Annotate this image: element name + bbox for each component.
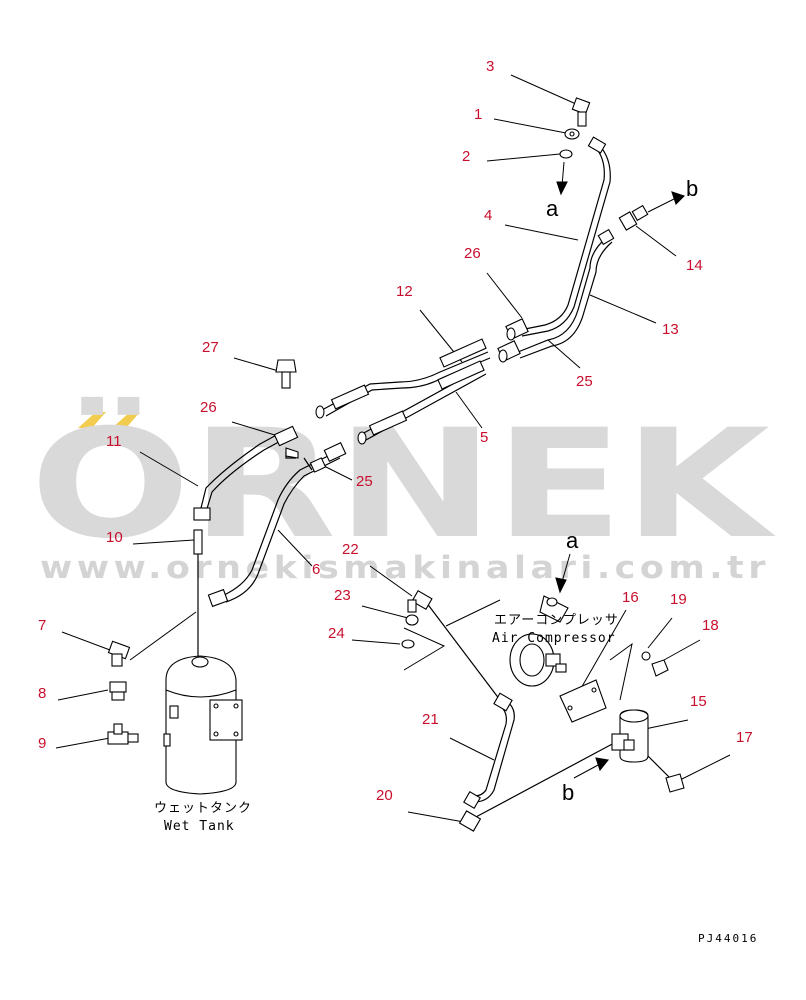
arrow-b-bottom xyxy=(573,757,610,779)
fitting-14 xyxy=(618,204,649,231)
washer-19 xyxy=(641,651,651,661)
callout-24: 24 xyxy=(328,625,345,642)
callout-19: 19 xyxy=(670,591,687,608)
nut-25-lower xyxy=(309,442,347,473)
callout-7: 7 xyxy=(38,617,46,634)
direction-a-bottom: a xyxy=(566,528,579,553)
callout-9: 9 xyxy=(38,735,46,752)
tank-label-jp: ウェットタンク xyxy=(154,801,252,816)
callout-13: 13 xyxy=(662,321,679,338)
air-compressor xyxy=(509,595,569,687)
callout-8: 8 xyxy=(38,685,46,702)
bolt-17 xyxy=(647,755,685,793)
callout-numbers: 3 1 2 4 26 14 12 13 27 25 26 5 11 25 10 … xyxy=(38,58,753,804)
elbow-7 xyxy=(107,640,131,667)
direction-b-top: b xyxy=(686,176,698,201)
elbow-22 xyxy=(407,590,433,613)
drawing-code: PJ44016 xyxy=(698,932,758,945)
watermark-accent-2 xyxy=(112,412,140,428)
callout-16: 16 xyxy=(622,589,639,606)
compressor-label-en: Air Compressor xyxy=(492,631,616,646)
callout-12: 12 xyxy=(396,283,413,300)
callout-1: 1 xyxy=(474,106,482,123)
nut-26-upper xyxy=(505,318,529,341)
arrow-b-top xyxy=(647,191,686,213)
sleeve-12 xyxy=(315,338,487,419)
pipe-13 xyxy=(517,237,607,353)
watermark-url: www.ornekismakinalari.com.tr xyxy=(40,550,770,586)
callout-23: 23 xyxy=(334,587,351,604)
callout-15: 15 xyxy=(690,693,707,710)
gasket-16 xyxy=(559,679,607,723)
callout-22: 22 xyxy=(342,541,359,558)
arrow-a-top xyxy=(556,161,568,196)
pipe-11 xyxy=(199,431,283,513)
pipe-21 xyxy=(473,699,515,803)
direction-a-top: a xyxy=(546,196,559,221)
pipe-4 xyxy=(519,147,605,331)
callout-25-lower: 25 xyxy=(356,473,373,490)
direction-b-bottom: b xyxy=(562,780,574,805)
direction-labels: a b a b xyxy=(546,176,698,805)
elbow-20 xyxy=(458,791,482,832)
nut-25-upper xyxy=(497,340,521,363)
callout-27: 27 xyxy=(202,339,219,356)
compressor-label-jp: エアーコンプレッサ xyxy=(494,613,619,628)
valve-15 xyxy=(611,709,649,763)
sleeve-5 xyxy=(357,360,485,445)
watermark-brand: ÖRNEK xyxy=(30,396,776,572)
nut-1 xyxy=(564,128,580,140)
callout-6: 6 xyxy=(312,561,320,578)
callout-26-lower: 26 xyxy=(200,399,217,416)
watermark: ÖRNEK www.ornekismakinalari.com.tr xyxy=(30,396,776,586)
leader-lines xyxy=(55,74,731,823)
callout-21: 21 xyxy=(422,711,439,728)
callout-18: 18 xyxy=(702,617,719,634)
callout-10: 10 xyxy=(106,529,123,546)
clamp-26-lower xyxy=(273,425,299,459)
bolt-27 xyxy=(275,359,297,389)
callout-3: 3 xyxy=(486,58,494,75)
nipple-10 xyxy=(193,529,203,555)
pipe-6 xyxy=(221,451,337,597)
callout-17: 17 xyxy=(736,729,753,746)
callout-5: 5 xyxy=(480,429,488,446)
nut-18 xyxy=(651,659,669,677)
callout-4: 4 xyxy=(484,207,492,224)
pipe-network xyxy=(197,145,617,819)
component-labels: エアーコンプレッサ Air Compressor ウェットタンク Wet Tan… xyxy=(154,613,619,834)
nut-23 xyxy=(405,614,419,626)
arrow-a-bottom xyxy=(555,553,571,594)
callout-2: 2 xyxy=(462,148,470,165)
fittings xyxy=(107,97,686,832)
callout-26-upper: 26 xyxy=(464,245,481,262)
elbow-fitting-3 xyxy=(571,97,591,127)
washer-2 xyxy=(559,149,573,159)
callout-25-upper: 25 xyxy=(576,373,593,390)
tank-label-en: Wet Tank xyxy=(164,819,235,834)
watermark-accent-1 xyxy=(78,412,106,428)
tee-9 xyxy=(107,723,139,745)
callout-20: 20 xyxy=(376,787,393,804)
nut-11 xyxy=(193,507,211,521)
wet-tank xyxy=(163,655,243,795)
callout-14: 14 xyxy=(686,257,703,274)
pipe-12 xyxy=(321,351,489,411)
adapter-8 xyxy=(109,681,127,701)
callout-11: 11 xyxy=(106,433,122,450)
washer-24 xyxy=(401,639,415,649)
